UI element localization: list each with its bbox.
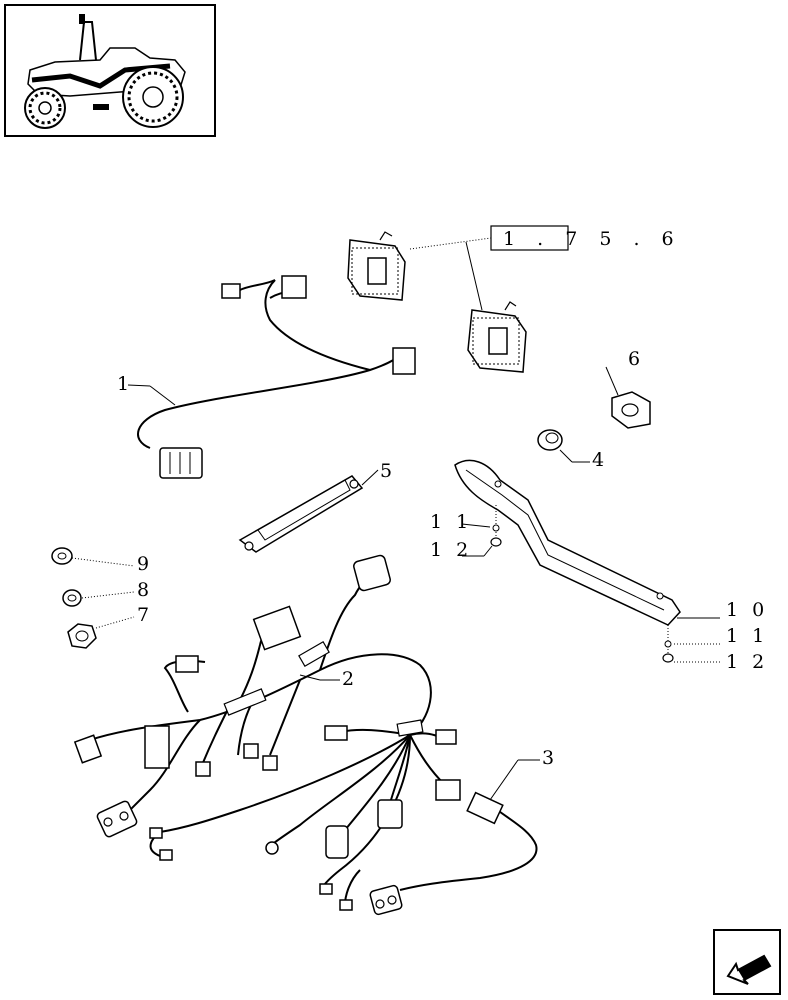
callout-5: 5: [380, 460, 396, 482]
callout-3: 3: [542, 747, 558, 769]
bracket-part-5: [238, 475, 364, 553]
bolt-washer-lower: [662, 625, 674, 663]
work-lamp-upper: [347, 231, 406, 301]
leader-6: [605, 366, 619, 396]
previous-page-arrow-icon: [726, 954, 772, 985]
callout-1: 1: [117, 373, 133, 395]
harness-part-2: [73, 554, 461, 911]
callout-2: 2: [342, 668, 358, 690]
callout-9: 9: [137, 553, 153, 575]
leader-3a: [489, 759, 519, 801]
tractor-thumbnail: [4, 4, 216, 137]
callout-10: 1 0: [726, 599, 768, 621]
callout-11-lower: 1 1: [726, 625, 768, 647]
reference-box: [490, 225, 569, 251]
tractor-thumbnail-icon: [24, 14, 186, 129]
callout-7: 7: [137, 604, 153, 626]
callout-12-lower: 1 2: [726, 651, 768, 673]
leader-11a: [461, 523, 491, 528]
callout-8: 8: [137, 579, 153, 601]
harness-part-1: [137, 275, 416, 479]
leader-7: [95, 616, 135, 629]
leader-1b: [149, 385, 176, 406]
leader-12a-2: [483, 545, 493, 557]
previous-page-button[interactable]: [713, 929, 781, 995]
harness-part-3: [369, 791, 538, 916]
leader-1a: [127, 384, 151, 387]
washer-part-8: [62, 589, 82, 607]
reference-label: 1 . 7 5 . 6: [490, 225, 682, 251]
bolt-washer-upper: [490, 505, 502, 547]
callout-12-upper: 1 2: [430, 539, 472, 561]
work-lamp-lower: [467, 301, 527, 373]
leader-2a: [299, 674, 321, 681]
leader-4a: [559, 449, 573, 463]
grommet-part-4: [537, 429, 563, 451]
leader-8: [81, 591, 135, 599]
callout-6: 6: [628, 348, 644, 370]
washer-part-9: [51, 547, 73, 565]
leader-5: [361, 469, 379, 486]
block-part-6: [611, 391, 651, 429]
reference-text: 1 . 7 5 . 6: [503, 228, 682, 250]
callout-11-upper: 1 1: [430, 511, 472, 533]
callout-4: 4: [592, 449, 608, 471]
nut-part-7: [67, 623, 97, 649]
bracket-part-10: [454, 459, 681, 626]
leader-9: [71, 557, 135, 567]
